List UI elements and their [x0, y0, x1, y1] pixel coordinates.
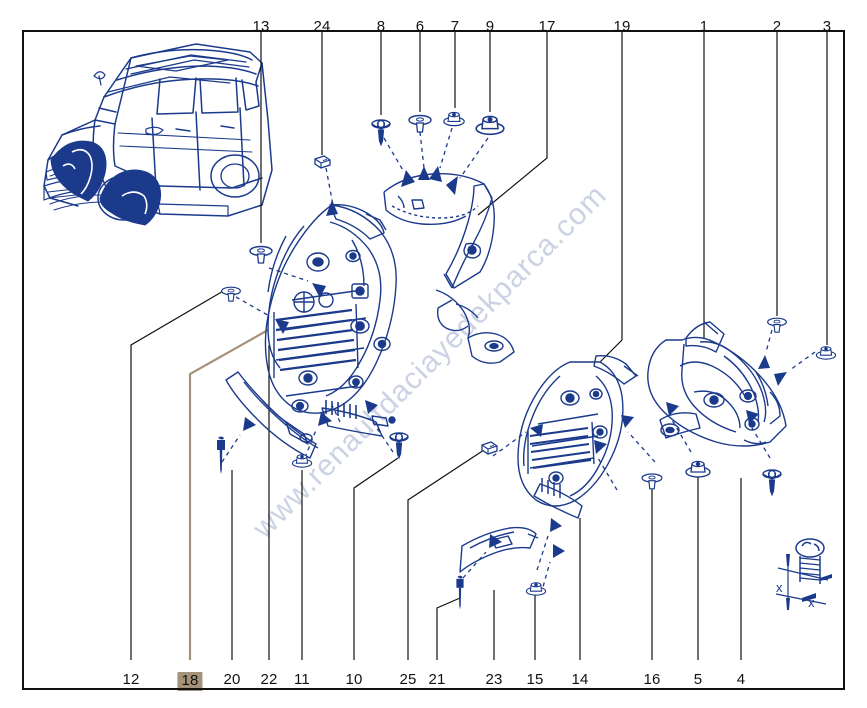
- diagram-frame: [22, 30, 845, 690]
- callout-label-25[interactable]: 25: [399, 671, 417, 688]
- callout-label-4[interactable]: 4: [736, 671, 746, 688]
- callout-label-5[interactable]: 5: [693, 671, 703, 688]
- callout-label-15[interactable]: 15: [526, 671, 544, 688]
- callout-label-22[interactable]: 22: [260, 671, 278, 688]
- callout-label-7[interactable]: 7: [450, 18, 460, 35]
- callout-label-12[interactable]: 12: [122, 671, 140, 688]
- callout-label-3[interactable]: 3: [822, 18, 832, 35]
- callout-label-6[interactable]: 6: [415, 18, 425, 35]
- callout-label-2[interactable]: 2: [772, 18, 782, 35]
- callout-label-8[interactable]: 8: [376, 18, 386, 35]
- callout-label-10[interactable]: 10: [345, 671, 363, 688]
- callout-label-1[interactable]: 1: [699, 18, 709, 35]
- callout-label-9[interactable]: 9: [485, 18, 495, 35]
- callout-label-23[interactable]: 23: [485, 671, 503, 688]
- callout-label-20[interactable]: 20: [223, 671, 241, 688]
- callout-label-21[interactable]: 21: [428, 671, 446, 688]
- callout-label-11[interactable]: 11: [294, 671, 310, 688]
- callout-label-14[interactable]: 14: [571, 671, 589, 688]
- callout-label-16[interactable]: 16: [643, 671, 661, 688]
- callout-label-18[interactable]: 18: [177, 672, 203, 691]
